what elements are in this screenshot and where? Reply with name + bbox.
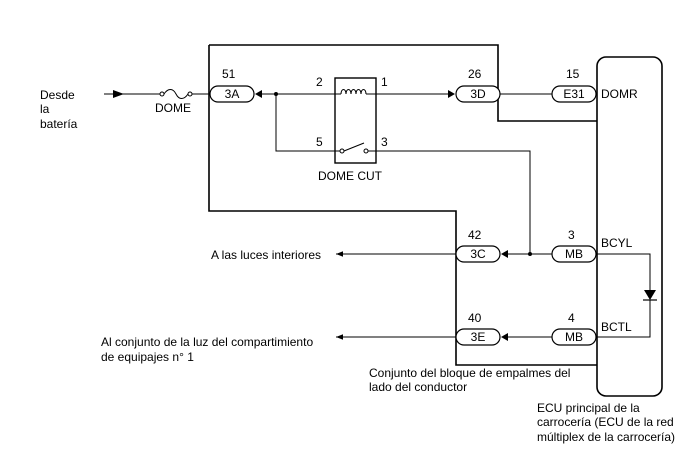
connector-3c-terminal xyxy=(501,250,508,258)
connector-3e-terminal xyxy=(501,333,508,341)
terminal-domr: DOMR xyxy=(601,87,638,101)
connector-3c-label: 3C xyxy=(470,247,486,261)
connector-mb-top xyxy=(551,245,597,263)
relay-pin-5: 5 xyxy=(316,135,323,149)
output-interior-label: A las luces interiores xyxy=(211,248,321,262)
connector-3c-pin: 42 xyxy=(468,228,482,242)
ecu-label-1: ECU principal de la xyxy=(537,401,640,415)
connector-mb-bottom-label: MB xyxy=(565,330,583,344)
ecu-body xyxy=(596,56,663,397)
connector-mb-bottom-pin: 4 xyxy=(568,311,575,325)
connector-mb-top-pin: 3 xyxy=(568,228,575,242)
connector-3a xyxy=(209,85,255,103)
connector-3a-label: 3A xyxy=(225,87,240,101)
relay-label: DOME CUT xyxy=(318,169,383,183)
connector-mb-top-label: MB xyxy=(565,247,583,261)
connector-3a-pin: 51 xyxy=(222,67,236,81)
connector-e31-pin: 15 xyxy=(566,67,580,81)
diode-icon xyxy=(644,290,656,300)
connector-3d-terminal xyxy=(448,90,455,98)
relay-switch-icon xyxy=(343,142,365,152)
source-label-2: la xyxy=(40,102,50,116)
output-luggage-label-1: Al conjunto de la luz del compartimiento xyxy=(101,335,313,349)
junction-block-outline xyxy=(208,44,597,366)
relay-pin-1: 1 xyxy=(381,75,388,89)
junction-block-label-2: lado del conductor xyxy=(369,380,467,394)
connector-e31 xyxy=(551,85,597,103)
fuse-label: DOME xyxy=(155,101,191,115)
connector-mb-bottom xyxy=(551,328,597,346)
connector-3e-label: 3E xyxy=(471,330,486,344)
connector-3d-pin: 26 xyxy=(468,67,482,81)
connector-3d-label: 3D xyxy=(470,87,486,101)
connector-3a-terminal xyxy=(255,90,262,98)
connector-3e-pin: 40 xyxy=(468,311,482,325)
output-luggage-label-2: de equipajes n° 1 xyxy=(101,350,194,364)
source-label-3: batería xyxy=(40,117,78,131)
relay-pin-2: 2 xyxy=(316,75,323,89)
relay-pin-3: 3 xyxy=(381,135,388,149)
terminal-bctl: BCTL xyxy=(601,320,632,334)
terminal-bcyl: BCYL xyxy=(601,236,633,250)
ecu-label-3: múltiplex de la carrocería) xyxy=(537,430,675,444)
battery-input xyxy=(104,89,226,99)
relay-coil-icon xyxy=(340,89,367,95)
junction-block-label-1: Conjunto del bloque de empalmes del xyxy=(369,366,570,380)
connector-e31-label: E31 xyxy=(563,87,585,101)
ecu-label-2: carrocería (ECU de la red xyxy=(537,415,674,429)
source-label-1: Desde xyxy=(40,88,75,102)
